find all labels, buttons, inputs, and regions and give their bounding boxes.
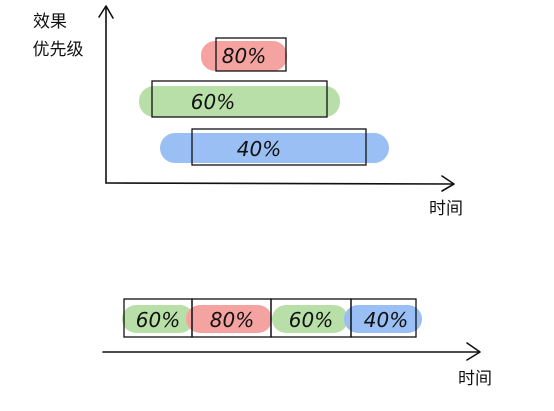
bar-label: 40% [237,137,281,161]
x-axis-label: 时间 [429,199,463,219]
bar-highlight-blue [160,133,389,163]
top-diagram: 效果 优先级 时间 80% 60% 40% [33,5,463,219]
segment-label: 60% [136,308,180,332]
time-axis-label: 时间 [458,369,492,389]
segment-highlight-green [122,305,194,333]
y-axis-label-line2: 优先级 [33,40,84,60]
segment-highlight-green [272,305,348,333]
segment-label: 80% [210,308,254,332]
time-axis-arrowhead [466,342,481,361]
bar-outline [191,128,367,166]
x-axis-arrowhead [441,175,455,192]
bar-highlight-green [139,86,340,117]
segment-highlight-blue [344,305,422,333]
bar-label: 80% [222,44,266,68]
bar-outline [151,80,328,118]
priority-bar-80: 80% [201,37,287,72]
y-axis-arrowhead [98,5,114,19]
segment-box [350,298,417,338]
priority-bar-60: 60% [139,80,340,118]
y-axis-label-line1: 效果 [33,12,67,32]
bar-outline [215,37,287,72]
bottom-diagram: 60% 80% 60% 40% 时间 [102,298,492,389]
segment-highlight-red [186,305,272,333]
bar-highlight-red [201,41,287,71]
x-axis-line [105,182,453,185]
segment-label: 40% [364,308,408,332]
bar-label: 60% [191,90,235,114]
segment-label: 60% [289,308,333,332]
priority-bar-40: 40% [160,128,389,166]
